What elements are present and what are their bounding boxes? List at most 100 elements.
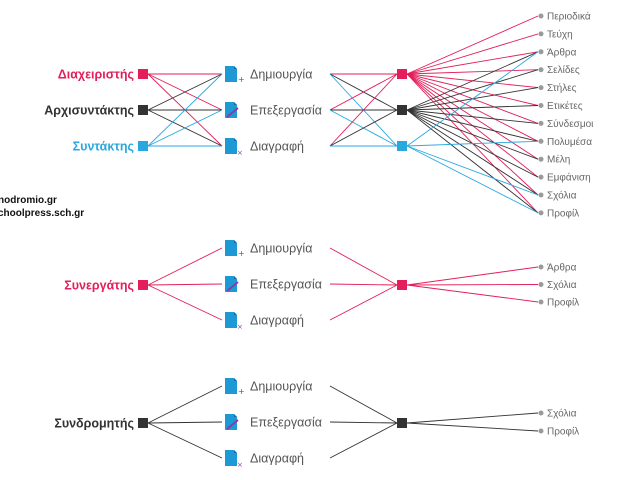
role-label: Συντάκτης [73, 140, 134, 154]
role-action-line [147, 247, 223, 286]
edit-document-icon [225, 276, 239, 292]
role-resource-line [406, 145, 539, 214]
role-action-line [147, 73, 223, 147]
role-node [138, 418, 148, 428]
role-action-line [147, 284, 223, 321]
delete-document-icon: × [225, 312, 243, 331]
doc-fold [234, 414, 237, 417]
action-role-line [329, 283, 398, 286]
create-document-icon: + [225, 378, 245, 396]
role-resource-line [406, 69, 539, 75]
role-label: Συνδρομητής [54, 417, 134, 431]
doc-fold [234, 66, 237, 69]
role-target-node [397, 105, 407, 115]
delete-document-icon: × [225, 450, 243, 469]
action-label: Δημιουργία [250, 68, 312, 82]
resource-label: Προφίλ [547, 207, 579, 219]
resource-dot [538, 410, 544, 416]
role-resource-line [406, 69, 539, 111]
resource-label: Σχόλια [547, 279, 577, 291]
role-resource-line [406, 15, 539, 75]
action-role-line [329, 385, 398, 424]
doc-fold [234, 450, 237, 453]
resource-dot [538, 13, 544, 19]
role-node [138, 141, 148, 151]
doc-fold [234, 102, 237, 105]
role-node [138, 105, 148, 115]
action-label: Διαγραφή [250, 452, 304, 466]
role-node [138, 69, 148, 79]
role-resource-line [406, 284, 539, 286]
role-resource-line [406, 140, 539, 147]
plus-mark: + [238, 249, 245, 258]
resource-label: Σχόλια [547, 190, 577, 202]
plus-mark: + [238, 75, 245, 84]
role-resource-line [406, 51, 539, 111]
x-mark: × [237, 149, 243, 157]
resource-label: Σχόλια [547, 408, 577, 420]
role-target-node [397, 69, 407, 79]
resource-dot [538, 103, 544, 108]
action-role-line [329, 109, 398, 147]
create-document-icon: + [225, 66, 245, 84]
action-role-line [329, 247, 398, 286]
role-resource-line [406, 109, 539, 142]
doc-fold [234, 138, 237, 141]
plus-mark: + [238, 387, 245, 396]
role-resource-line [406, 33, 539, 75]
doc-fold [234, 312, 237, 315]
doc-fold [234, 276, 237, 279]
resource-label: Άρθρα [547, 47, 577, 58]
resource-dot [538, 174, 544, 180]
role-action-line [147, 385, 223, 424]
action-role-line [329, 421, 398, 424]
pencil-mark [226, 281, 239, 292]
doc-fold [234, 240, 237, 243]
role-action-line [147, 109, 223, 147]
role-target-node [397, 280, 407, 290]
action-label: Επεξεργασία [250, 416, 322, 430]
role-action-line [147, 283, 223, 286]
resource-dot [538, 67, 544, 73]
role-label: Συνεργάτης [64, 279, 134, 293]
resource-dot [538, 49, 544, 55]
role-resource-line [406, 109, 539, 160]
role-action-line [147, 73, 223, 111]
action-label: Επεξεργασία [250, 278, 322, 292]
connection-lines [147, 15, 539, 459]
role-resource-line [406, 51, 539, 147]
resource-label: Ετικέτες [547, 100, 583, 112]
resource-label: Περιοδικά [547, 11, 591, 23]
doc-body [225, 378, 237, 394]
action-label: Διαγραφή [250, 140, 304, 154]
role-resource-line [406, 284, 539, 303]
role-resource-line [406, 109, 539, 124]
resource-dot [538, 138, 544, 144]
resource-dot [538, 120, 544, 126]
x-mark: × [237, 323, 243, 331]
edit-document-icon [225, 414, 239, 430]
role-resource-line [406, 266, 539, 286]
action-label: Διαγραφή [250, 314, 304, 328]
doc-body [225, 312, 237, 328]
doc-body [225, 138, 237, 154]
role-label: Διαχειριστής [58, 68, 134, 82]
action-label: Επεξεργασία [250, 104, 322, 118]
action-role-line [329, 422, 398, 459]
role-resource-line [406, 145, 539, 196]
action-role-line [329, 284, 398, 321]
role-label: Αρχισυντάκτης [44, 104, 134, 118]
credit-line-1: nodromio.gr [0, 195, 57, 206]
resource-dot [538, 156, 544, 162]
role-resource-line [406, 105, 539, 111]
resource-dot [538, 299, 544, 305]
resource-dot [538, 428, 544, 434]
role-target-node [397, 141, 407, 151]
action-label: Δημιουργία [250, 380, 312, 394]
delete-document-icon: × [225, 138, 243, 157]
doc-body [225, 414, 237, 430]
role-resource-line [406, 109, 539, 196]
resource-label: Μέλη [547, 154, 570, 166]
